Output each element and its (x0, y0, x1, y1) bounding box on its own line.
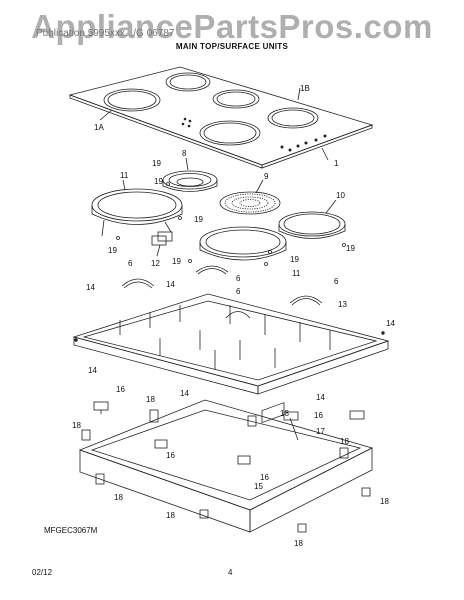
callout-18-c: 18 (72, 421, 81, 430)
callout-1a: 1A (94, 123, 104, 132)
callout-15: 15 (254, 482, 263, 491)
main-top-glass (68, 66, 374, 169)
chassis-17 (78, 399, 374, 533)
surface-element-11-center (199, 226, 287, 261)
callout-16-c: 16 (166, 451, 175, 460)
callout-11-b: 11 (292, 269, 301, 278)
callout-13: 13 (338, 300, 347, 309)
callout-14-b: 14 (86, 283, 95, 292)
callout-19-g: 19 (346, 244, 355, 253)
callout-19-d: 19 (108, 246, 117, 255)
callout-19-b: 19 (154, 177, 163, 186)
callout-16-b: 16 (314, 411, 323, 420)
clips (81, 401, 371, 533)
callout-10: 10 (336, 191, 345, 200)
callout-19-a: 19 (152, 159, 161, 168)
callout-18-b: 18 (280, 409, 289, 418)
callout-6-a: 6 (128, 259, 133, 268)
page-title: MAIN TOP/SURFACE UNITS (175, 42, 289, 51)
footer-date: 02/12 (32, 568, 53, 577)
callout-19-f: 19 (290, 255, 299, 264)
callout-17: 17 (316, 427, 325, 436)
callout-14-e: 14 (180, 389, 189, 398)
callout-14-d: 14 (88, 366, 97, 375)
callout-14-f: 14 (316, 393, 325, 402)
callout-1: 1 (334, 159, 339, 168)
callout-9: 9 (264, 172, 269, 181)
callout-19-c: 19 (194, 215, 203, 224)
limiter-switch-12 (151, 231, 173, 257)
callout-18-e: 18 (114, 493, 123, 502)
callout-6-d: 6 (236, 287, 241, 296)
surface-element-8 (162, 157, 218, 192)
footer-page-number: 4 (228, 568, 233, 577)
callout-16-a: 16 (116, 385, 125, 394)
screws-19 (116, 182, 346, 266)
surface-element-10 (278, 199, 346, 239)
callout-11-a: 11 (120, 171, 129, 180)
callout-14-a: 14 (166, 280, 175, 289)
callout-6-c: 6 (334, 277, 339, 286)
callout-16-d: 16 (260, 473, 269, 482)
callout-18-d: 18 (340, 437, 349, 446)
callout-numbers: 1B 1A 1 8 19 19 11 9 10 19 19 12 19 19 1… (72, 84, 395, 548)
callout-12: 12 (151, 259, 160, 268)
bracket-6 (121, 265, 323, 319)
radiant-element-9 (219, 179, 281, 215)
callout-18-f: 18 (380, 497, 389, 506)
callout-18-g: 18 (166, 511, 175, 520)
callout-19-e: 19 (172, 257, 181, 266)
callout-8: 8 (182, 149, 187, 158)
callout-1b: 1B (300, 84, 310, 93)
burner-box-frame-13 (72, 293, 390, 395)
callout-18-a: 18 (146, 395, 155, 404)
model-code: MFGEC3067M (44, 526, 98, 535)
publication-header: Publication 5995xxx.../G 06787 (36, 28, 175, 39)
surface-element-11-left (91, 179, 183, 237)
watermark: AppliancePartsPros.com (31, 8, 433, 45)
callout-14-c: 14 (386, 319, 395, 328)
callout-18-h: 18 (294, 539, 303, 548)
callout-6-b: 6 (236, 274, 241, 283)
